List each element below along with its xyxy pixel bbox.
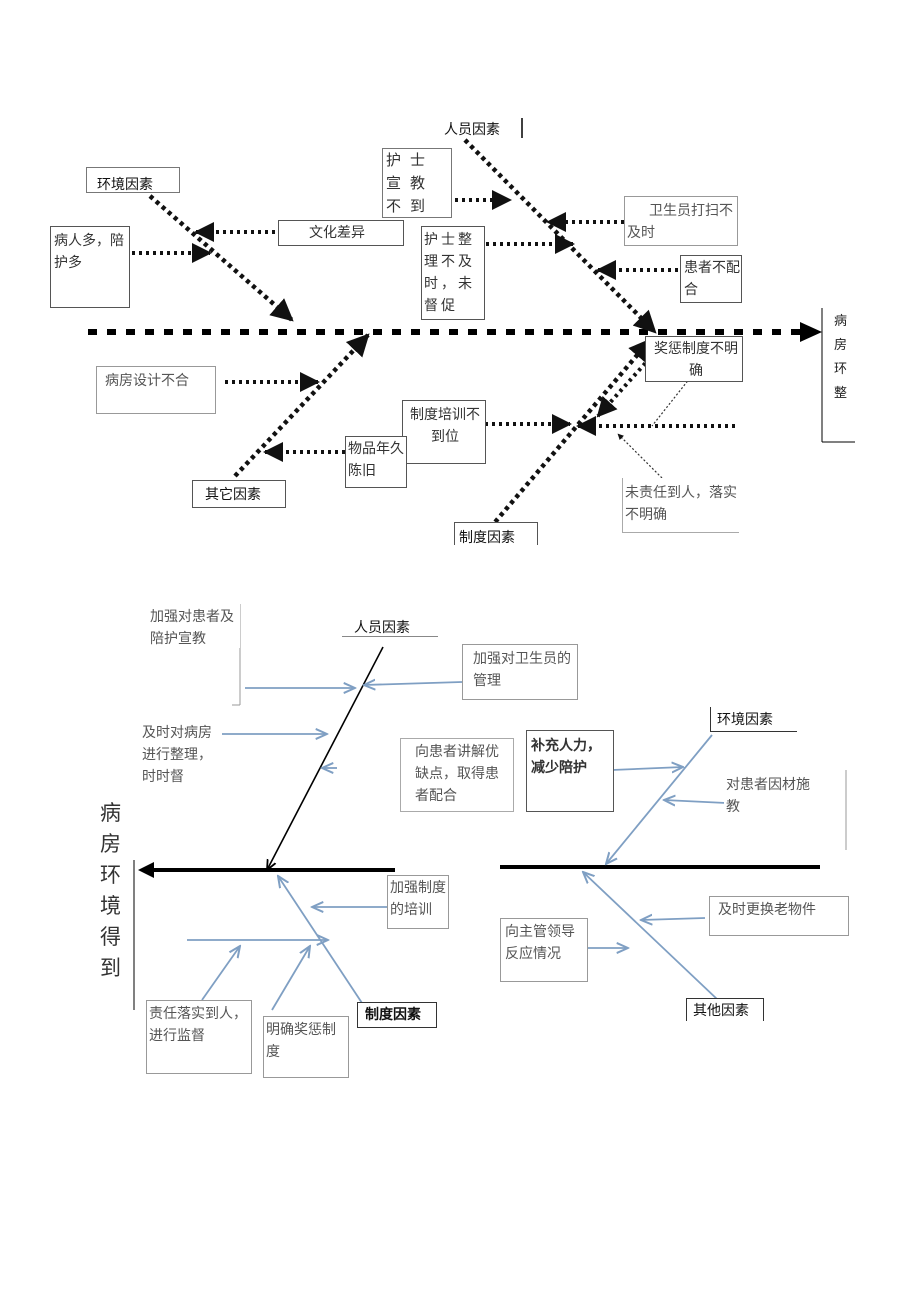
bottom-box-report-supervisor: 向主管领导反应情况 [500,918,588,982]
top-head-title: 病房环整 [834,314,848,401]
top-box-reward-penalty: 奖惩制度不明确 [645,336,743,382]
top-box-responsibility: 未责任到人，落实不明确 [622,478,739,533]
bottom-fishbone [133,604,847,1011]
top-text-ward-design: 病房设计不合 [105,373,189,389]
top-bone-environment [148,194,294,322]
top-text-old-items: 物品年久陈旧 [348,441,404,479]
bottom-box-add-staff: 补充人力，减少陪护 [526,730,614,812]
bottom-head-title: 病房环境得到 [100,801,121,980]
top-text-culture-gap: 文化差异 [309,225,365,241]
bottom-cat-environment-box: 环境因素 [710,707,797,732]
top-text-nurse-tidy: 护士整理不及时，未督促 [424,232,475,314]
bottom-text-add-staff: 补充人力，减少陪护 [531,738,601,776]
bottom-cat-system: 制度因素 [365,1007,421,1023]
bottom-arrow-patient-teach [664,800,727,803]
top-box-culture-gap: 文化差异 [278,220,404,246]
top-cat-environment-box: 环境因素 [86,167,180,193]
bottom-text-replace-items: 及时更换老物件 [718,902,816,918]
top-bone-other [233,333,370,478]
bottom-box-explain: 向患者讲解优缺点，取得患者配合 [400,738,514,812]
bottom-box-replace-items: 及时更换老物件 [709,896,849,936]
top-text-patient-coop: 患者不配合 [684,260,740,298]
top-text-many-patients: 病人多，陪护多 [54,233,124,271]
bottom-bone-environment [606,734,713,864]
bottom-text-timely-tidy: 及时对病房进行整理，时时督 [142,725,212,785]
bottom-box-cleaner-mgmt: 加强对卫生员的管理 [462,644,578,700]
bottom-text-strengthen-training: 加强制度的培训 [390,880,446,918]
bottom-cat-personnel: 人员因素 [354,620,410,636]
bottom-box-clear-rules: 明确奖惩制度 [263,1016,349,1078]
bottom-box-patient-education: 加强对患者及陪护宣教 [146,604,240,648]
top-box-nurse-education: 护士宣教不到位 [382,148,452,238]
bottom-box-patient-teach: 对患者因材施教 [724,770,836,848]
top-box-cleaner: 卫生员打扫不及时 [624,196,738,246]
top-cat-system-box: 制度因素 [454,522,538,545]
top-box-patient-coop: 患者不配合 [680,255,742,303]
bottom-box-timely-tidy: 及时对病房进行整理，时时督 [140,720,220,792]
bottom-arrow-rules [271,946,310,1011]
bottom-cat-other-box: 其他因素 [686,998,764,1021]
top-cat-system: 制度因素 [459,530,515,545]
top-fishbone [88,118,855,530]
top-cat-personnel: 人员因素 [444,122,500,138]
top-box-nurse-tidy: 护士整理不及时，未督促 [421,226,485,320]
top-text-cleaner: 卫生员打扫不及时 [627,203,733,241]
bottom-cat-other: 其他因素 [693,1003,749,1019]
bottom-text-patient-education: 加强对患者及陪护宣教 [150,609,234,647]
bottom-text-report-supervisor: 向主管领导反应情况 [505,924,575,962]
top-text-training: 制度培训不到位 [410,407,480,445]
bottom-cat-personnel-box: 人员因素 [342,618,438,637]
top-cat-other-box: 其它因素 [192,480,286,508]
bottom-text-cleaner-mgmt: 加强对卫生员的管理 [473,651,571,689]
top-text-reward-penalty: 奖惩制度不明确 [654,341,738,379]
bottom-arrow-add-staff [611,767,683,770]
bottom-box-responsibility: 责任落实到人，进行监督 [146,1000,252,1074]
bottom-arrow-replace [641,918,706,920]
top-arrow-thin-b [617,433,663,479]
top-cat-environment: 环境因素 [97,177,153,193]
bottom-text-patient-teach: 对患者因材施教 [726,777,810,815]
top-bone-personnel [463,138,657,334]
bottom-arrow-responsibility [201,946,240,1001]
bottom-bone-personnel [267,646,384,870]
bottom-spine-arrowhead [138,862,154,878]
bottom-cat-system-box: 制度因素 [357,1002,437,1028]
top-bone-system [488,338,652,530]
top-arrow-reward [596,356,652,418]
top-text-responsibility: 未责任到人，落实不明确 [625,485,737,523]
bottom-cat-environment: 环境因素 [717,712,773,728]
top-cat-other: 其它因素 [205,487,261,503]
bottom-text-responsibility: 责任落实到人，进行监督 [149,1006,247,1044]
bottom-bone-other [583,872,719,1001]
bottom-text-explain: 向患者讲解优缺点，取得患者配合 [415,744,499,804]
top-box-ward-design: 病房设计不合 [96,366,216,414]
top-box-training: 制度培训不到位 [402,400,486,464]
bottom-arrow-cleaner [364,682,463,685]
top-box-old-items: 物品年久陈旧 [345,436,407,488]
top-arrow-thin-a [651,377,691,427]
top-box-many-patients: 病人多，陪护多 [50,226,130,308]
bottom-text-clear-rules: 明确奖惩制度 [266,1022,336,1060]
bottom-box-strengthen-training: 加强制度的培训 [387,875,449,929]
top-spine-arrowhead [800,322,822,342]
